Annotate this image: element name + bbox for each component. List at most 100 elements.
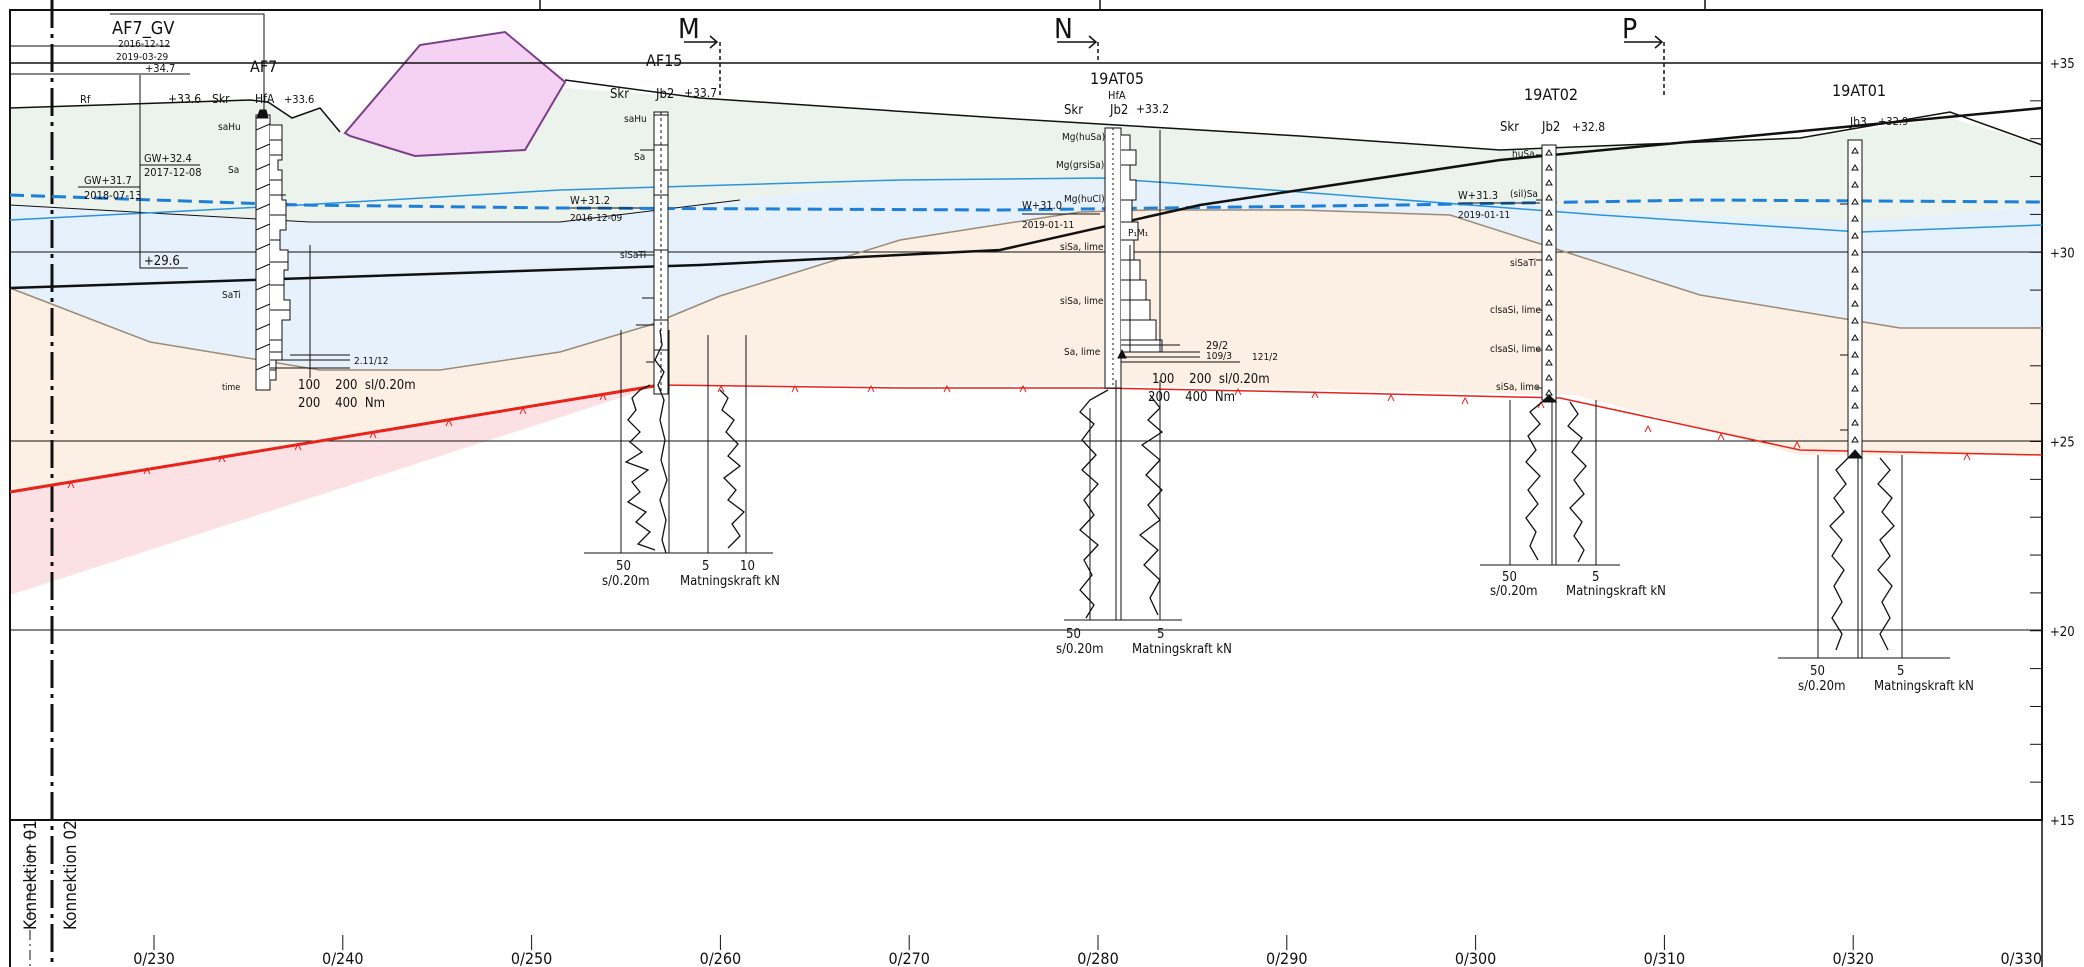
af15-borehole: [584, 111, 773, 554]
drawing-frame: [9, 0, 2043, 967]
at02-borehole: [1480, 144, 1620, 566]
at01-level: +32.9: [1878, 115, 1908, 128]
at05-layer-sa-lime: Sa, lime: [1064, 347, 1101, 358]
at02-layer-sisa-lime: siSa, lime: [1496, 382, 1540, 393]
at05-scale-a: 50: [1066, 627, 1081, 642]
chainage-label: 0/290: [1266, 949, 1307, 967]
water-boundary: [9, 177, 2043, 233]
at02-layer-silsa: (sil)Sa: [1510, 189, 1538, 200]
at02-water-date: 2019-01-11: [1458, 210, 1510, 221]
at01-sounding-curve-right: [1877, 457, 1895, 651]
af7-level2: +33.6: [284, 93, 314, 106]
at02-method: Jb2: [1541, 120, 1560, 135]
af15-layer-sa: Sa: [634, 152, 645, 163]
rock-zone-fill: [10, 385, 660, 595]
elevation-label: +25: [2050, 436, 2075, 451]
chainage-label: 0/250: [511, 949, 552, 967]
chainage-label: 0/320: [1832, 949, 1873, 967]
at05-water-date: 2019-01-11: [1022, 220, 1074, 231]
af7gv-name: AF7_GV: [112, 18, 174, 39]
at05-scale-b-unit: Matningskraft kN: [1132, 642, 1232, 657]
af7-layer-time: time: [222, 383, 240, 393]
at02-level: +32.8: [1572, 120, 1605, 134]
af15-level: +33.7: [684, 86, 717, 100]
at02-sounding-curve-left: [1525, 401, 1543, 561]
at05-pm: P₁M₁: [1128, 228, 1149, 239]
at05-side-value2: 109/3: [1206, 351, 1232, 362]
af7gv-gw1-date: 2017-12-08: [144, 166, 202, 179]
rock-surface-line: [9, 383, 661, 494]
elevation-label: +30: [2050, 246, 2075, 261]
at05-scale-a-unit: s/0.20m: [1056, 642, 1103, 657]
af15-sounding-curve-right: [719, 389, 745, 549]
at01-scale-b-unit: Matningskraft kN: [1874, 679, 1974, 694]
af7-rf: Rf: [80, 93, 91, 106]
at05-layer-mggrsisa: Mg(grsiSa): [1056, 160, 1104, 171]
rock-surface-line-thin: [659, 384, 2043, 456]
chainage-label: 0/270: [888, 949, 929, 967]
af15-skr: Skr: [610, 87, 629, 102]
at02-name: 19AT02: [1524, 85, 1578, 104]
at02-skr: Skr: [1500, 120, 1519, 135]
at05-sounding-curve-left: [1079, 389, 1109, 619]
chainage-label: 0/280: [1077, 949, 1118, 967]
at05-water-label: W+31.0: [1022, 199, 1062, 212]
af7-layer-sati: SaTi: [222, 290, 241, 301]
at02-layer-husa: huSa: [1512, 149, 1535, 160]
af15-layer-sisati: siSaTi: [620, 250, 646, 261]
section-mark-p: P: [1622, 12, 1637, 45]
elevation-label: +35: [2050, 57, 2075, 72]
at02-scale-b-unit: Matningskraft kN: [1566, 584, 1666, 599]
af7-name: AF7: [250, 57, 277, 76]
at05-scale-row1: 100 200 sl/0.20m: [1152, 372, 1270, 387]
section-mark-n: N: [1054, 12, 1073, 45]
af15-scale-b2: 10: [740, 559, 755, 574]
at02-scale-a-unit: s/0.20m: [1490, 584, 1537, 599]
section-markers: [684, 35, 1665, 98]
chainage-label: 0/240: [322, 949, 363, 967]
at05-method: Jb2: [1109, 103, 1128, 118]
groundwater-level-line: [9, 193, 2043, 212]
af7-scale-row2: 200 400 Nm: [298, 396, 385, 411]
elevation-label: +20: [2050, 625, 2075, 640]
af7gv-date1: 2016-12-12: [118, 39, 170, 50]
af7-side-value: 2.11/12: [354, 356, 389, 367]
af7gv-gw2-date: 2018-07-13: [84, 189, 142, 202]
at01-scale-a: 50: [1810, 664, 1825, 679]
chainage-label: 0/300: [1455, 949, 1496, 967]
at01-scale-a-unit: s/0.20m: [1798, 679, 1845, 694]
connection-label-01: Konnektion 01: [21, 820, 41, 930]
af7-level: +33.6: [168, 92, 201, 106]
interpreted-line-black: [9, 106, 2043, 290]
af7-scale-row1: 100 200 sl/0.20m: [298, 378, 416, 393]
af7gv-bottom-level: +29.6: [144, 254, 180, 269]
interpretive-lines: [9, 79, 2043, 494]
elevation-labels: +35+30+25+20+15: [2050, 57, 2075, 829]
at05-layer-mghusa: Mg(huSa): [1062, 132, 1105, 143]
at02-scale-b: 5: [1592, 570, 1599, 585]
af7-skr: Skr: [212, 92, 230, 106]
at05-layer-sisa-lime-2: siSa, lime: [1060, 296, 1104, 307]
sand-layer-fill: [10, 210, 2042, 492]
at05-layer-sisa-lime-1: siSa, lime: [1060, 242, 1104, 253]
af7gv-gw2-label: GW+31.7: [84, 174, 132, 187]
at01-sounding-curve-left: [1829, 457, 1849, 651]
chainage-label: 0/230: [133, 949, 174, 967]
at05-name: 19AT05: [1090, 69, 1144, 88]
water-layer-fill: [10, 178, 2042, 370]
section-mark-m: M: [678, 12, 700, 45]
sand-boundary: [9, 209, 2042, 371]
at05-skr: Skr: [1064, 103, 1083, 118]
ground-surface-line: [9, 79, 2043, 151]
at05-scale-row2: 200 400 Nm: [1148, 390, 1235, 405]
af15-scale-b-unit: Matningskraft kN: [680, 574, 780, 589]
af15-water-label: W+31.2: [570, 194, 610, 207]
chainage-label: 0/330: [2001, 949, 2042, 967]
af15-water-date: 2016-12-09: [570, 213, 623, 224]
af15-scale-b1: 5: [702, 559, 709, 574]
at01-borehole: [1778, 139, 1950, 659]
af15-method: Jb2: [655, 87, 674, 102]
af7-method: HfA: [255, 92, 275, 106]
